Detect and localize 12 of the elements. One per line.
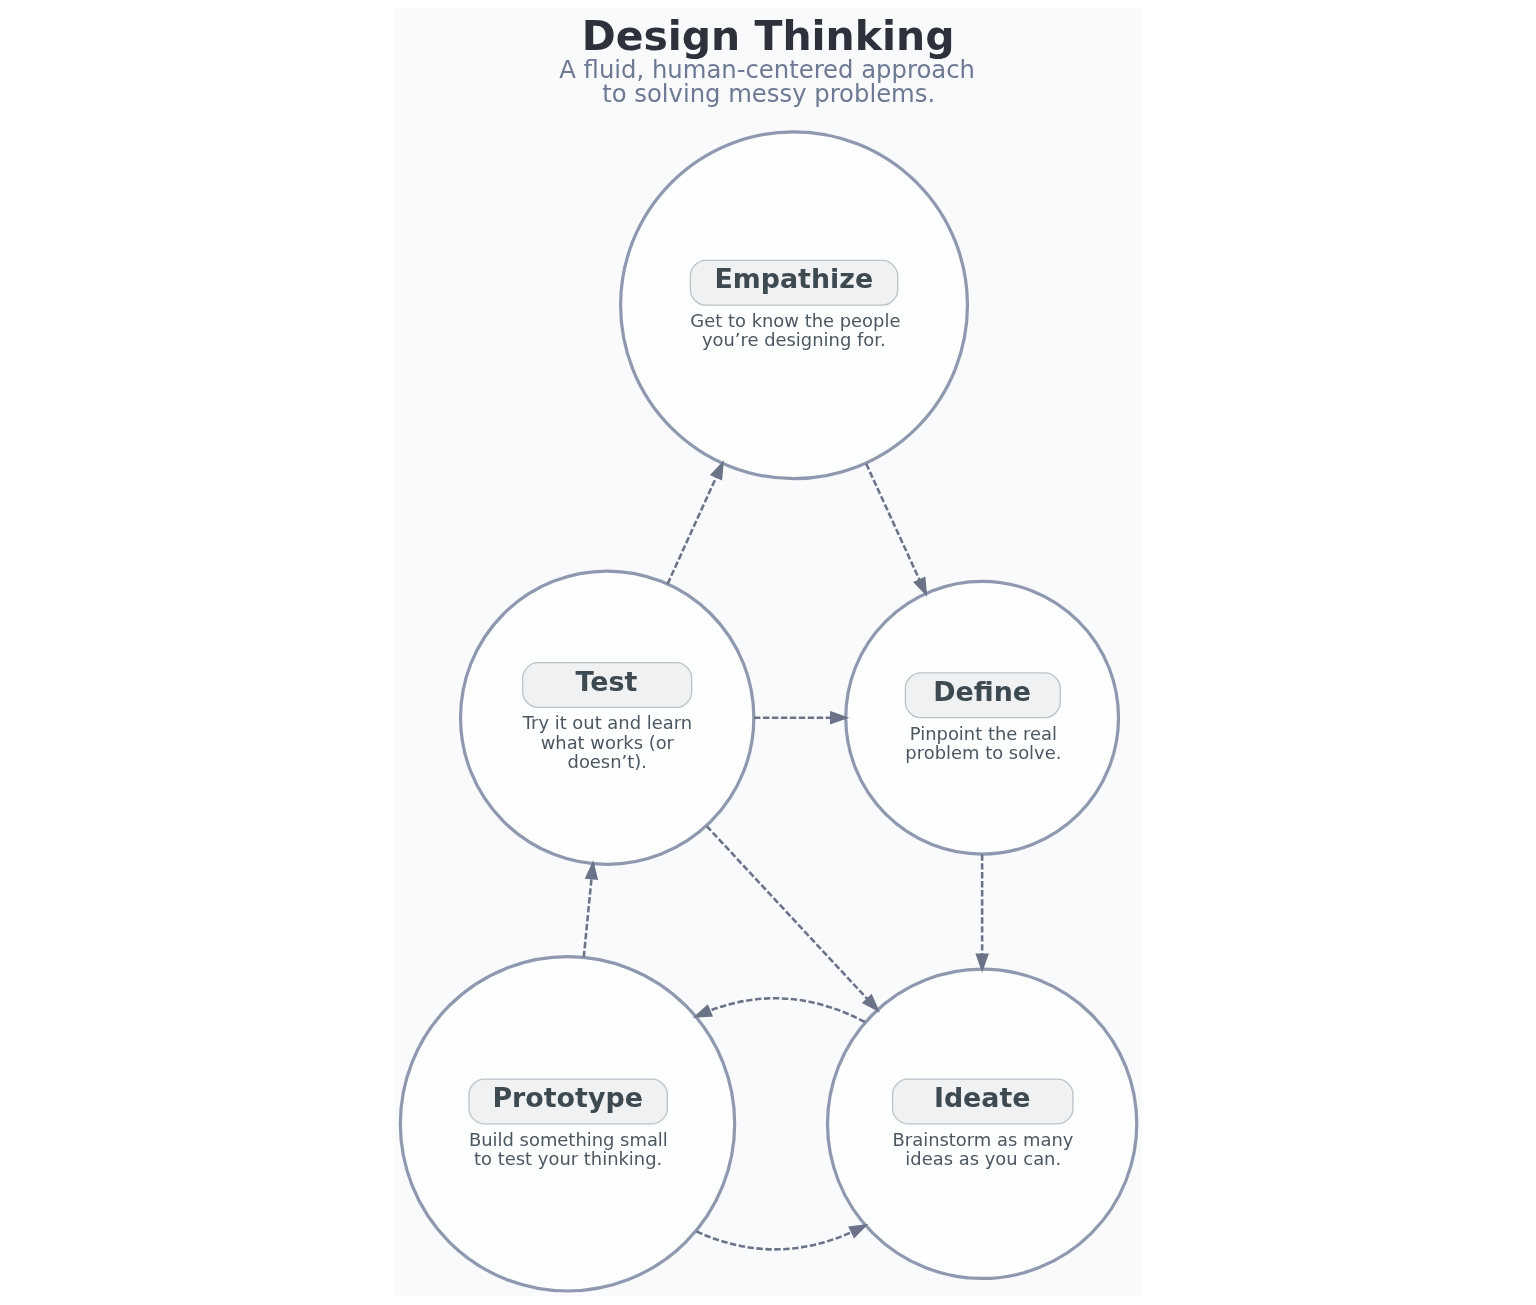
arrow [705,825,880,1013]
arrow [753,710,849,725]
node-circle: Prototype Build something small to test your thinking. [398,955,736,1293]
node-circle: Ideate Brainstorm as many ideas as you can. [825,967,1138,1281]
node-circle: Define Pinpoint the real problem to solve. [843,579,1120,856]
arrow [864,463,927,597]
node-circle: Test Try it out and learn what works (or doesn’t). [458,569,755,866]
arrow [665,460,724,585]
arrow [695,1224,868,1251]
arrow [582,860,598,958]
arrow [974,854,989,973]
arrow [692,997,865,1024]
